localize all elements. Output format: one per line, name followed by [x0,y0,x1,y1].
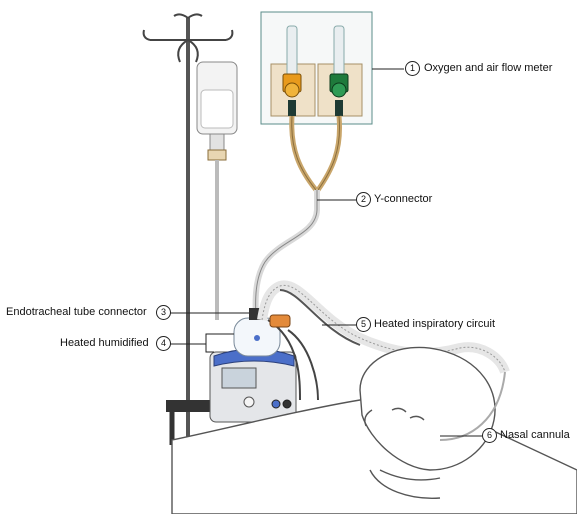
label-4-number: 4 [156,336,171,351]
label-3-text: Endotracheal tube connector [6,306,147,318]
supply-tubing-icon [252,115,343,319]
label-2-number: 2 [356,192,371,207]
leader-lines [170,68,482,437]
label-3-number: 3 [156,305,171,320]
flow-meter-panel-icon [260,11,373,125]
label-6-text: Nasal cannula [500,429,570,441]
label-2-text: Y-connector [374,193,433,205]
humidifier-icon [166,308,301,445]
label-4-text: Heated humidified [60,337,149,349]
patient-icon [171,346,577,515]
label-1-text: Oxygen and air flow meter [424,62,553,74]
inspiratory-circuit-icon [257,280,510,401]
label-1-number: 1 [405,61,420,76]
iv-stand-icon [142,13,234,440]
label-5-text: Heated inspiratory circuit [374,318,496,330]
label-6-number: 6 [482,428,497,443]
iv-bag-icon [196,61,238,320]
label-5-number: 5 [356,317,371,332]
